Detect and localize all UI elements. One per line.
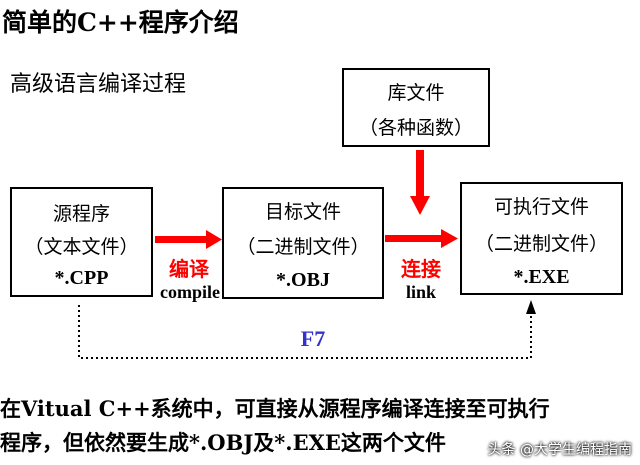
slide-subtitle: 高级语言编译过程 [10, 72, 187, 97]
source-box-ext: *.CPP [54, 267, 109, 289]
compile-label-en: compile [160, 282, 220, 302]
link-label-cn: 连接 [401, 257, 441, 281]
link-arrow [385, 229, 458, 248]
bottom-text-line2: 程序，但依然要生成*.OBJ及*.EXE这两个文件 [0, 430, 446, 455]
source-box-type: （文本文件） [24, 236, 139, 258]
source-program-box: 源程序 （文本文件） *.CPP [10, 187, 153, 297]
exe-box-type: （二进制文件） [474, 233, 608, 255]
compile-arrow [155, 230, 222, 249]
compile-label-cn: 编译 [169, 257, 209, 281]
slide-title: 简单的C++程序介绍 [2, 8, 239, 37]
object-box-ext: *.OBJ [276, 269, 330, 291]
f7-dotted-path [78, 300, 536, 359]
library-down-arrow [410, 150, 430, 215]
link-label-en: link [405, 282, 437, 302]
exe-box-ext: *.EXE [513, 266, 570, 288]
object-file-box: 目标文件 （二进制文件） *.OBJ [222, 187, 384, 299]
source-box-title: 源程序 [52, 203, 110, 225]
object-box-type: （二进制文件） [236, 236, 370, 258]
library-box: 库文件 （各种函数） [342, 68, 490, 147]
library-box-title: 库文件 [387, 82, 445, 104]
watermark: 头条 @大学生编程指南 [487, 442, 632, 458]
f7-label: F7 [300, 326, 326, 351]
exe-box-title: 可执行文件 [493, 196, 589, 218]
executable-box: 可执行文件 （二进制文件） *.EXE [460, 182, 623, 295]
object-box-title: 目标文件 [264, 201, 341, 223]
library-box-type: （各种函数） [358, 117, 473, 139]
bottom-text-line1: 在Vitual C++系统中，可直接从源程序编译连接至可执行 [0, 396, 550, 421]
